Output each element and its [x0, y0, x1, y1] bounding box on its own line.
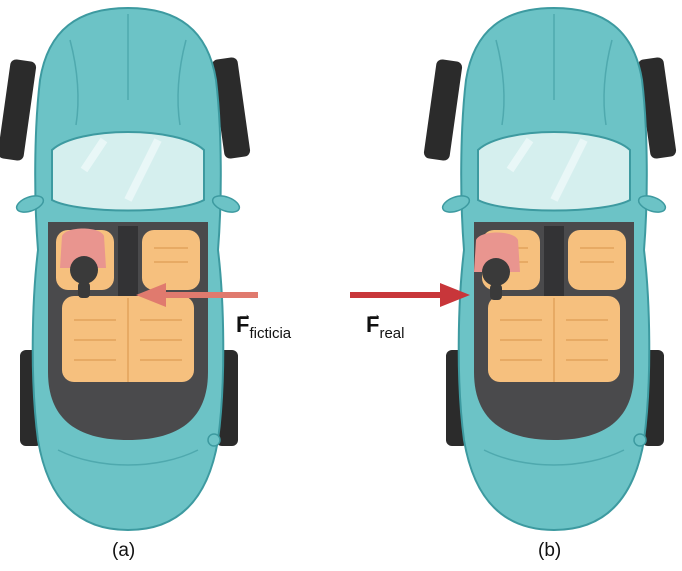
car-b — [423, 8, 677, 530]
fictitious-force-label: →Fficticia — [236, 306, 292, 342]
panel-a-caption: (a) — [112, 540, 136, 561]
panel-b-caption: (b) — [538, 540, 562, 561]
driver-a — [60, 228, 106, 298]
real-force-subscript: real — [379, 325, 405, 342]
fictitious-force-symbol: F — [236, 312, 250, 337]
fictitious-force-arrow — [136, 283, 258, 307]
fictitious-force-subscript: ficticia — [249, 325, 292, 342]
real-force-symbol: F — [366, 312, 380, 337]
car-a — [0, 8, 251, 530]
driver-b — [474, 232, 520, 300]
real-force-arrow — [350, 283, 470, 307]
real-force-label: →Freal — [366, 306, 405, 342]
